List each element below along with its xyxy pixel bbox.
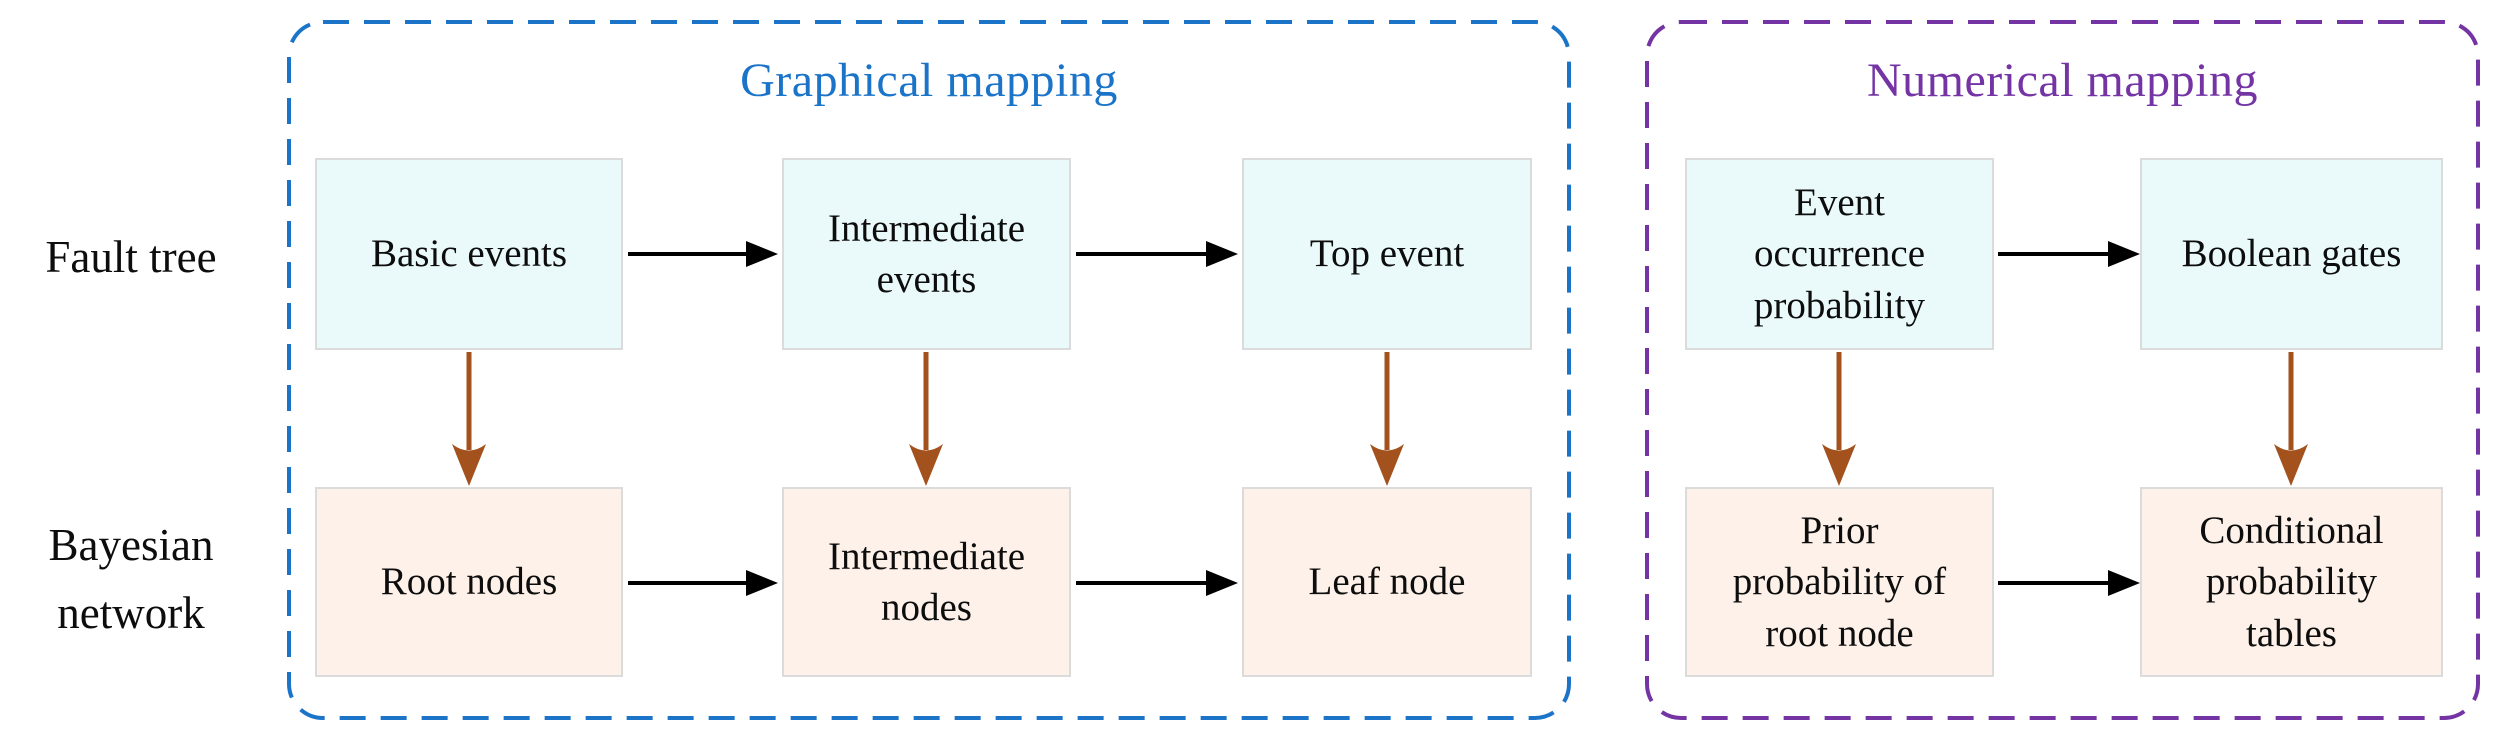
numerical-mapping-frame [1645, 20, 2480, 720]
node-boolean-gates: Boolean gates [2140, 158, 2443, 350]
arrow-root-to-intermediate-nodes [628, 570, 778, 596]
arrow-top-event-to-leaf-node [1370, 352, 1404, 486]
numerical-mapping-title: Numerical mapping [1866, 54, 2259, 107]
arrow-boolean-gates-to-conditional-tables [2274, 352, 2308, 486]
node-intermediate-nodes: Intermediate nodes [782, 487, 1071, 677]
node-conditional-probability-tables: Conditional probability tables [2140, 487, 2443, 677]
arrow-intermediate-events-to-top-event [1076, 241, 1238, 267]
arrow-intermediate-nodes-to-leaf-node [1076, 570, 1238, 596]
node-top-event: Top event [1242, 158, 1532, 350]
node-event-occurrence-probability: Event occurrence probability [1685, 158, 1994, 350]
graphical-mapping-frame [287, 20, 1571, 720]
node-basic-events: Basic events [315, 158, 623, 350]
node-root-nodes: Root nodes [315, 487, 623, 677]
arrow-prior-probability-to-conditional-tables [1998, 570, 2140, 596]
arrow-event-probability-to-boolean-gates [1998, 241, 2140, 267]
arrow-event-probability-to-prior-probability [1822, 352, 1856, 486]
node-prior-probability-of-root-node: Prior probability of root node [1685, 487, 1994, 677]
node-leaf-node: Leaf node [1242, 487, 1532, 677]
arrow-intermediate-events-to-intermediate-nodes [909, 352, 943, 486]
node-intermediate-events: Intermediate events [782, 158, 1071, 350]
arrow-basic-to-intermediate-events [628, 241, 778, 267]
arrow-basic-events-to-root-nodes [452, 352, 486, 486]
graphical-mapping-title: Graphical mapping [740, 54, 1118, 107]
row-label-bayesian-network: Bayesian network [48, 520, 214, 638]
row-label-fault-tree: Fault tree [45, 232, 217, 282]
